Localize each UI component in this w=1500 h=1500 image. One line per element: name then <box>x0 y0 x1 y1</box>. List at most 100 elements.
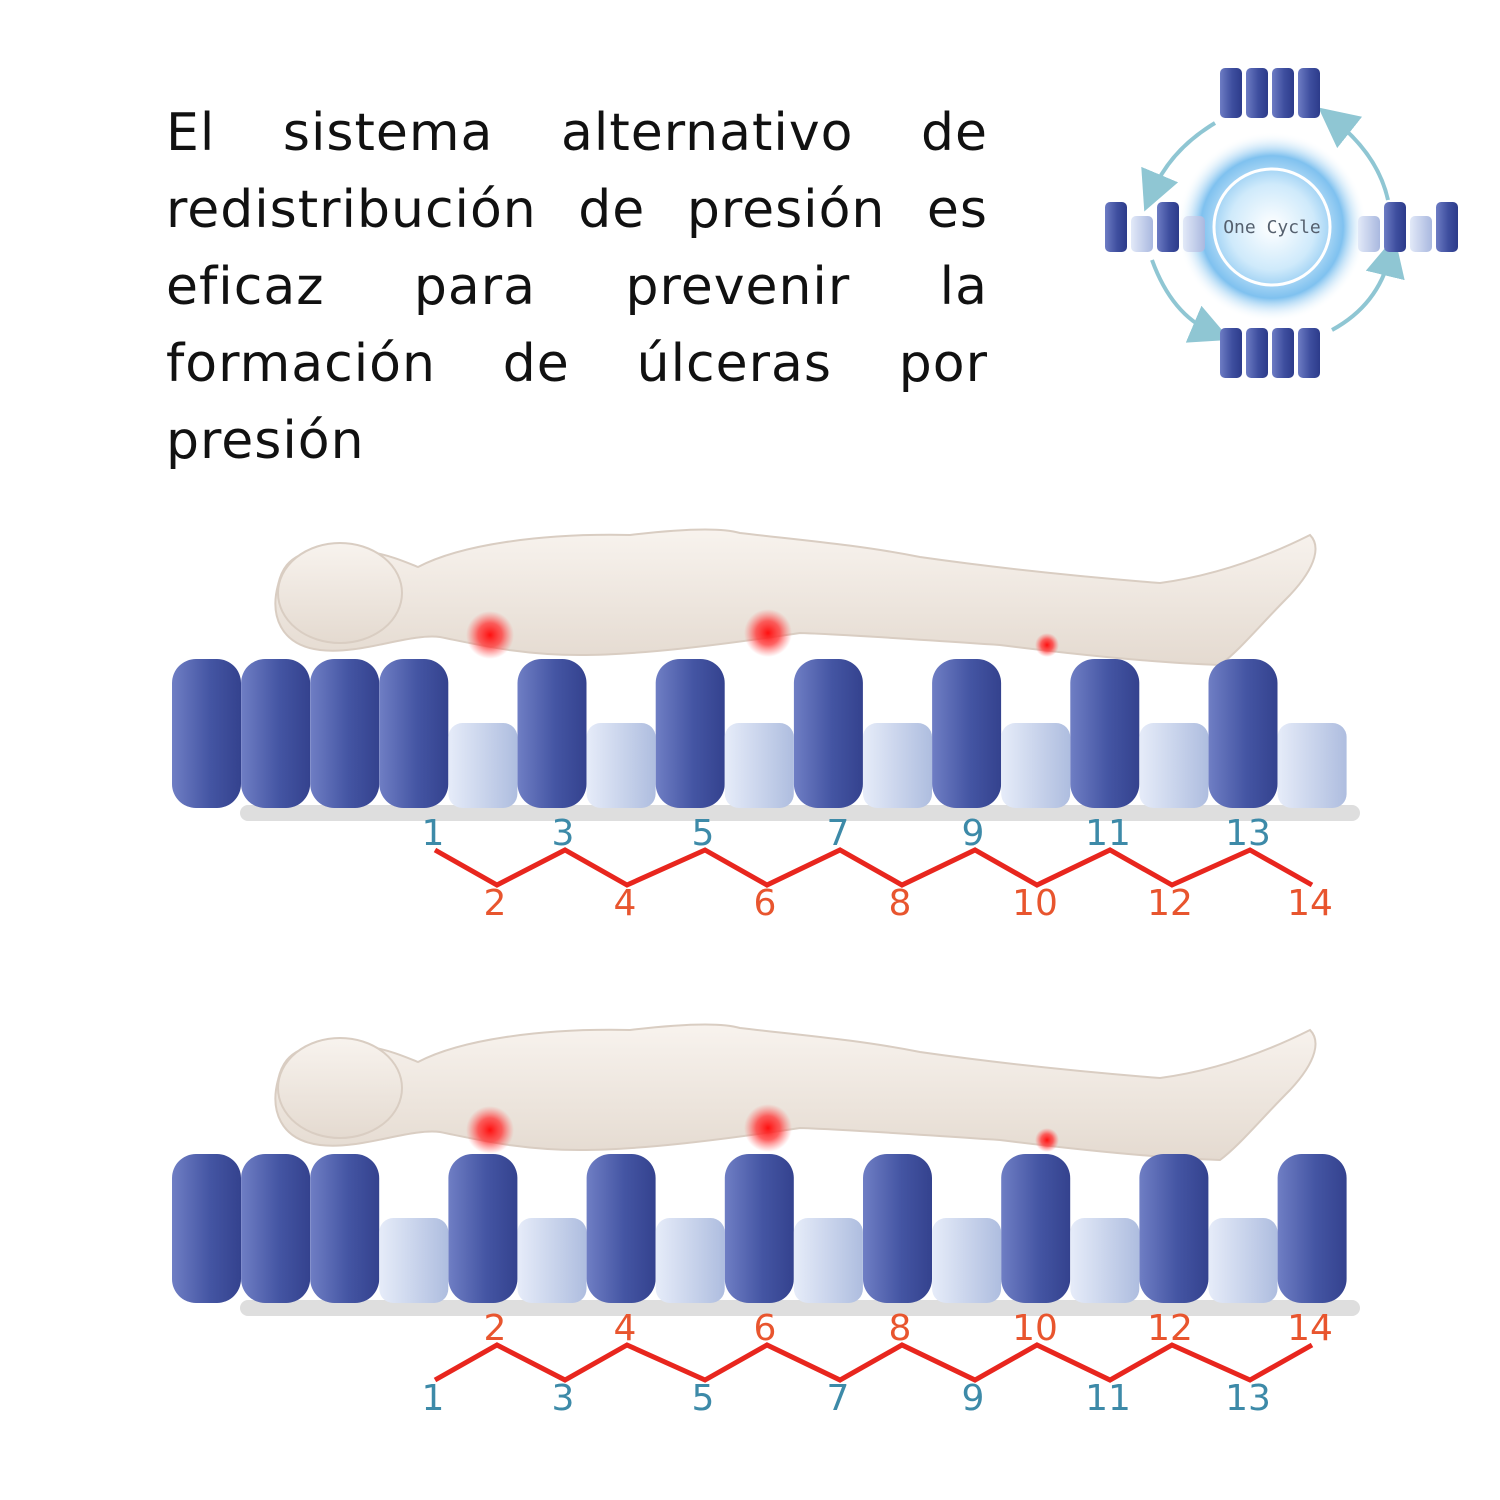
pressure-point <box>466 611 514 659</box>
cycle-group-right <box>1358 202 1458 252</box>
air-cell-inflated <box>517 659 587 808</box>
patient-head <box>277 542 403 644</box>
even-step-number: 6 <box>754 1308 777 1349</box>
cycle-arrows <box>1141 107 1405 343</box>
even-step-number: 12 <box>1147 883 1193 924</box>
odd-step-number: 5 <box>692 813 715 854</box>
cycle-group-bottom <box>1220 328 1320 378</box>
cycle-air-cell <box>1183 216 1205 252</box>
one-cycle-diagram: One Cycle <box>1105 68 1458 378</box>
odd-step-number: 11 <box>1085 1378 1131 1419</box>
cycle-glow <box>1177 132 1367 322</box>
even-step-number: 14 <box>1287 1308 1333 1349</box>
pressure-point <box>1035 633 1059 657</box>
patient-figure <box>274 528 1317 667</box>
cycle-air-cell <box>1298 68 1320 118</box>
patient-head <box>277 1037 403 1139</box>
arrow-bottom-right-icon <box>1331 236 1405 332</box>
cycle-air-cell <box>1220 328 1242 378</box>
cycle-air-cell <box>1105 202 1127 252</box>
air-cell-inflated <box>310 659 380 808</box>
odd-step-number: 1 <box>422 813 445 854</box>
even-step-number: 10 <box>1012 883 1058 924</box>
air-cell-deflated <box>379 1218 449 1303</box>
even-step-number: 12 <box>1147 1308 1193 1349</box>
even-step-number: 14 <box>1287 883 1333 924</box>
air-cell-inflated <box>1139 1154 1209 1303</box>
air-cell-inflated <box>310 1154 380 1303</box>
odd-step-number: 13 <box>1225 1378 1271 1419</box>
even-step-number: 2 <box>484 1308 507 1349</box>
cycle-air-cell <box>1298 328 1320 378</box>
cycle-group-top <box>1220 68 1320 118</box>
air-cell-deflated <box>1001 723 1071 808</box>
cycle-ring <box>1212 167 1332 287</box>
cycle-air-cell <box>1246 328 1268 378</box>
air-cell-inflated <box>1001 1154 1071 1303</box>
cycle-air-cell <box>1410 216 1432 252</box>
arrow-bottom-left-icon <box>1150 259 1231 343</box>
mattress-base <box>240 1300 1360 1316</box>
air-cell-inflated <box>1070 659 1140 808</box>
air-cells <box>172 1154 1360 1316</box>
pressure-point <box>1035 1128 1059 1152</box>
air-cell-deflated <box>1277 723 1347 808</box>
air-cell-inflated <box>241 659 311 808</box>
cycle-air-cell <box>1220 68 1242 118</box>
air-cell-deflated <box>932 1218 1002 1303</box>
air-cell-deflated <box>517 1218 587 1303</box>
air-cell-deflated <box>1070 1218 1140 1303</box>
odd-step-number: 7 <box>827 1378 850 1419</box>
odd-step-number: 5 <box>692 1378 715 1419</box>
arrow-top-left-icon <box>1141 121 1217 212</box>
air-cell-inflated <box>793 659 863 808</box>
air-cell-inflated <box>172 1154 241 1303</box>
odd-step-number: 9 <box>962 813 985 854</box>
air-cell-deflated <box>655 1218 725 1303</box>
odd-step-number: 3 <box>552 813 575 854</box>
patient-figure <box>274 1023 1317 1162</box>
odd-step-number: 7 <box>827 813 850 854</box>
odd-step-number: 13 <box>1225 813 1271 854</box>
sequence-line <box>433 847 1314 888</box>
even-step-number: 6 <box>754 883 777 924</box>
air-cell-inflated <box>448 1154 518 1303</box>
air-cell-deflated <box>1208 1218 1278 1303</box>
air-cell-inflated <box>379 659 449 808</box>
even-step-number: 4 <box>614 1308 637 1349</box>
even-step-number: 10 <box>1012 1308 1058 1349</box>
headline-text: El sistema alternativo de redistribución… <box>166 103 988 471</box>
air-cell-inflated <box>863 1154 932 1303</box>
patient-body <box>274 1023 1317 1162</box>
air-cell-inflated <box>1277 1154 1347 1303</box>
air-cell-deflated <box>724 723 794 808</box>
air-cell-deflated <box>448 723 518 808</box>
cycle-group-left <box>1105 202 1205 252</box>
cycle-air-cell <box>1384 202 1406 252</box>
air-cell-inflated <box>724 1154 794 1303</box>
even-step-number: 2 <box>484 883 507 924</box>
air-cell-deflated <box>863 723 932 808</box>
air-cells <box>172 659 1360 821</box>
air-cell-deflated <box>793 1218 863 1303</box>
mattress-base <box>240 805 1360 821</box>
even-step-number: 8 <box>889 883 912 924</box>
odd-step-number: 9 <box>962 1378 985 1419</box>
cycle-air-cell <box>1358 216 1380 252</box>
cycle-air-cell <box>1157 202 1179 252</box>
cycle-label: One Cycle <box>1223 217 1321 238</box>
even-step-number: 8 <box>889 1308 912 1349</box>
air-cell-inflated <box>241 1154 311 1303</box>
pressure-point <box>744 1104 792 1152</box>
arrow-top-right-icon <box>1318 107 1390 201</box>
odd-step-number: 1 <box>422 1378 445 1419</box>
air-cell-inflated <box>1208 659 1278 808</box>
pressure-point <box>744 609 792 657</box>
sequence-line <box>433 1342 1314 1383</box>
odd-step-number: 3 <box>552 1378 575 1419</box>
cycle-air-cell <box>1272 68 1294 118</box>
cycle-air-cell <box>1436 202 1458 252</box>
